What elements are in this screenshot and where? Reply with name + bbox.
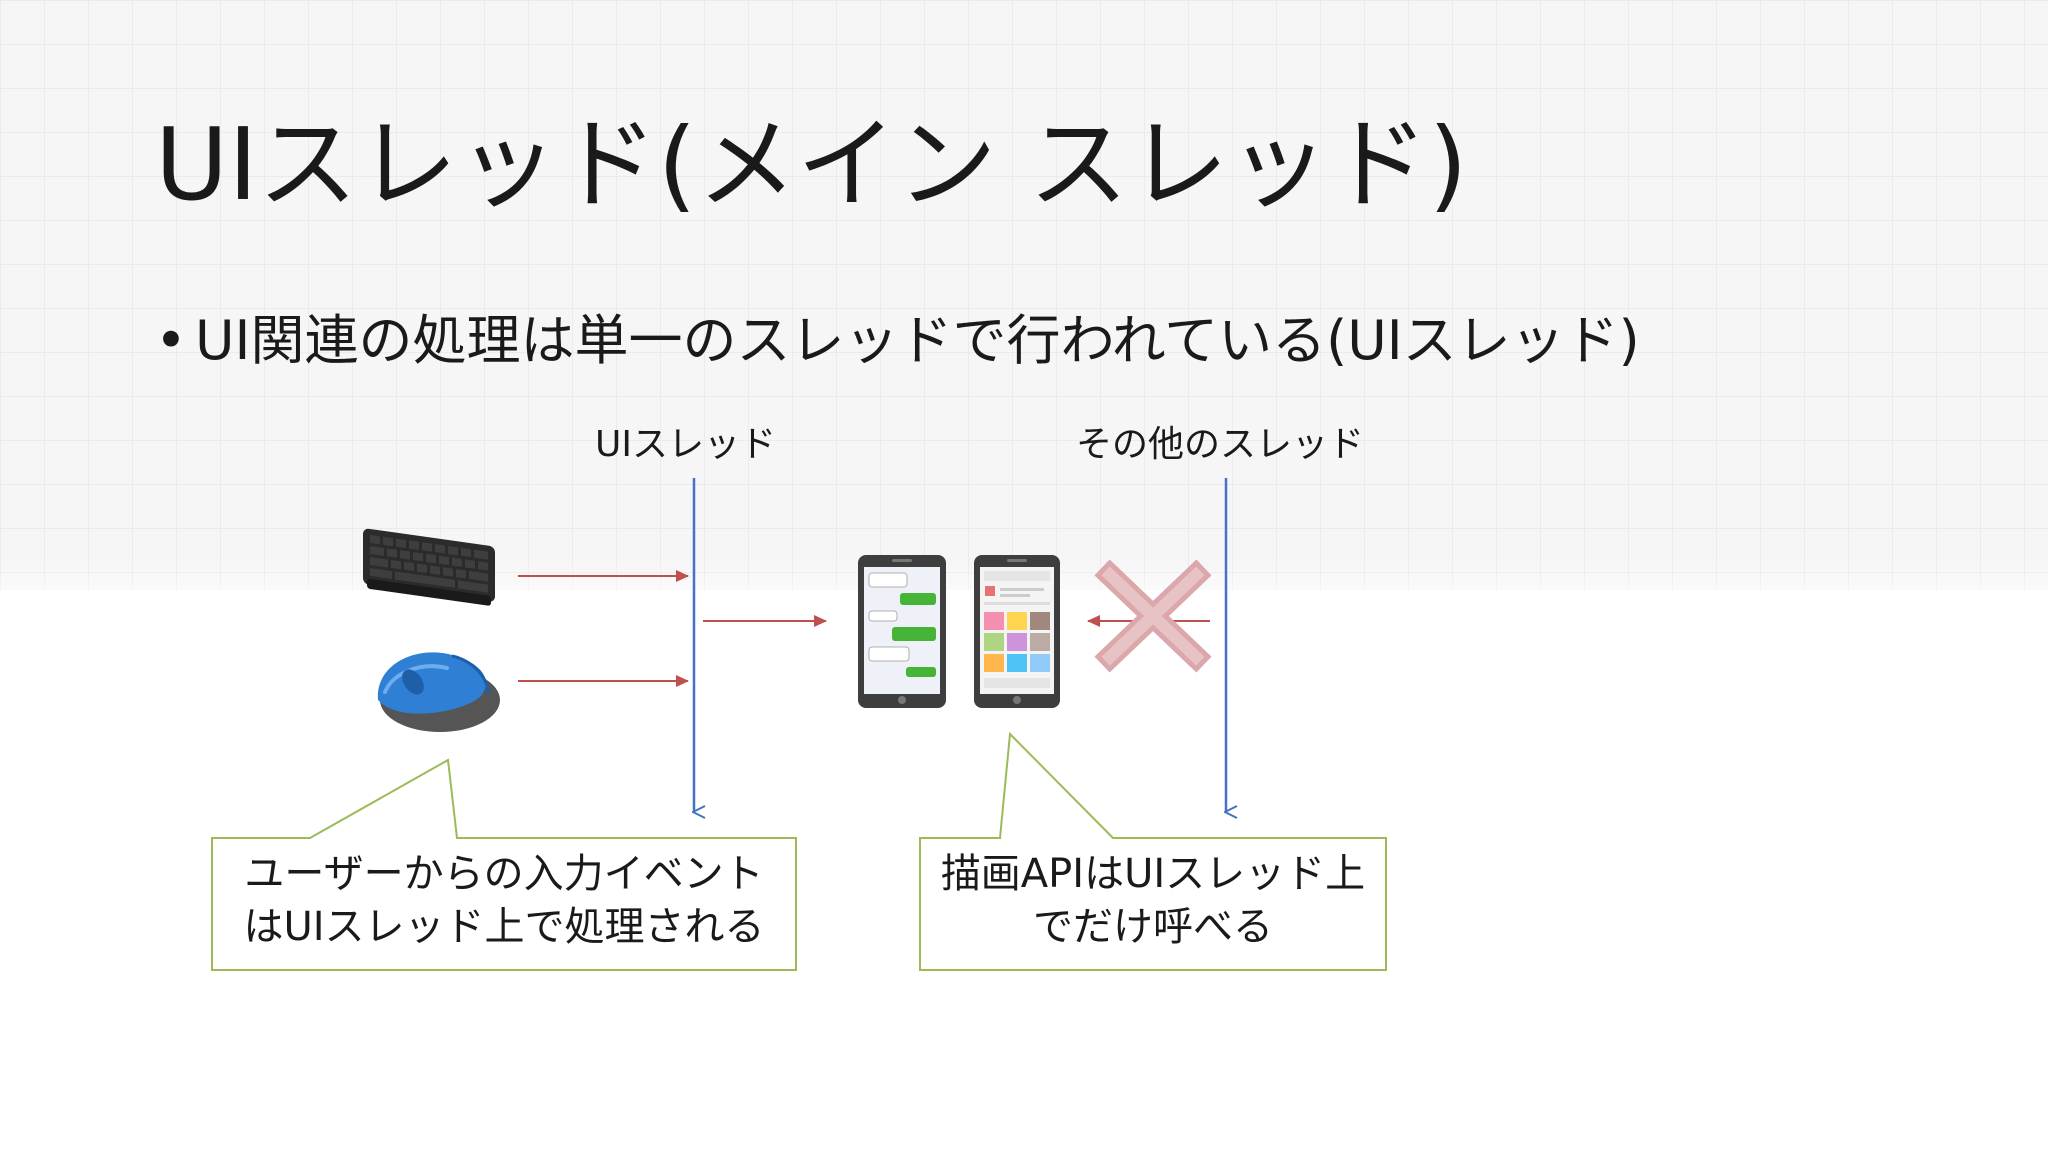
input-callout-line1: ユーザーからの入力イベント — [244, 851, 764, 897]
bullet-point: •UI関連の処理は単一のスレッドで行われている(UIスレッド) — [155, 306, 1640, 376]
blocked-cross-icon — [1094, 559, 1212, 673]
bullet-marker: • — [155, 309, 187, 372]
input-callout-line2: はUIスレッド上で処理される — [243, 904, 765, 950]
draw-callout-line1: 描画APIはUIスレッド上 — [940, 851, 1366, 897]
ui-thread-label: UIスレッド — [595, 424, 776, 465]
other-thread-label: その他のスレッド — [1076, 424, 1365, 465]
mouse-icon — [377, 652, 500, 732]
input-callout-text: ユーザーからの入力イベント はUIスレッド上で処理される — [212, 848, 796, 954]
grid-background — [0, 0, 2048, 590]
bullet-text: UI関連の処理は単一のスレッドで行われている(UIスレッド) — [195, 309, 1640, 372]
draw-callout-box — [919, 731, 1387, 971]
slide-title: UIスレッド(メイン スレッド) — [155, 106, 1468, 223]
chat-smartphone-icon — [858, 555, 946, 708]
input-callout-box — [211, 758, 797, 971]
keyboard-icon — [363, 528, 495, 606]
draw-callout-line2: でだけ呼べる — [1033, 904, 1273, 950]
gallery-smartphone-icon — [974, 555, 1060, 708]
draw-callout-text: 描画APIはUIスレッド上 でだけ呼べる — [920, 848, 1386, 954]
